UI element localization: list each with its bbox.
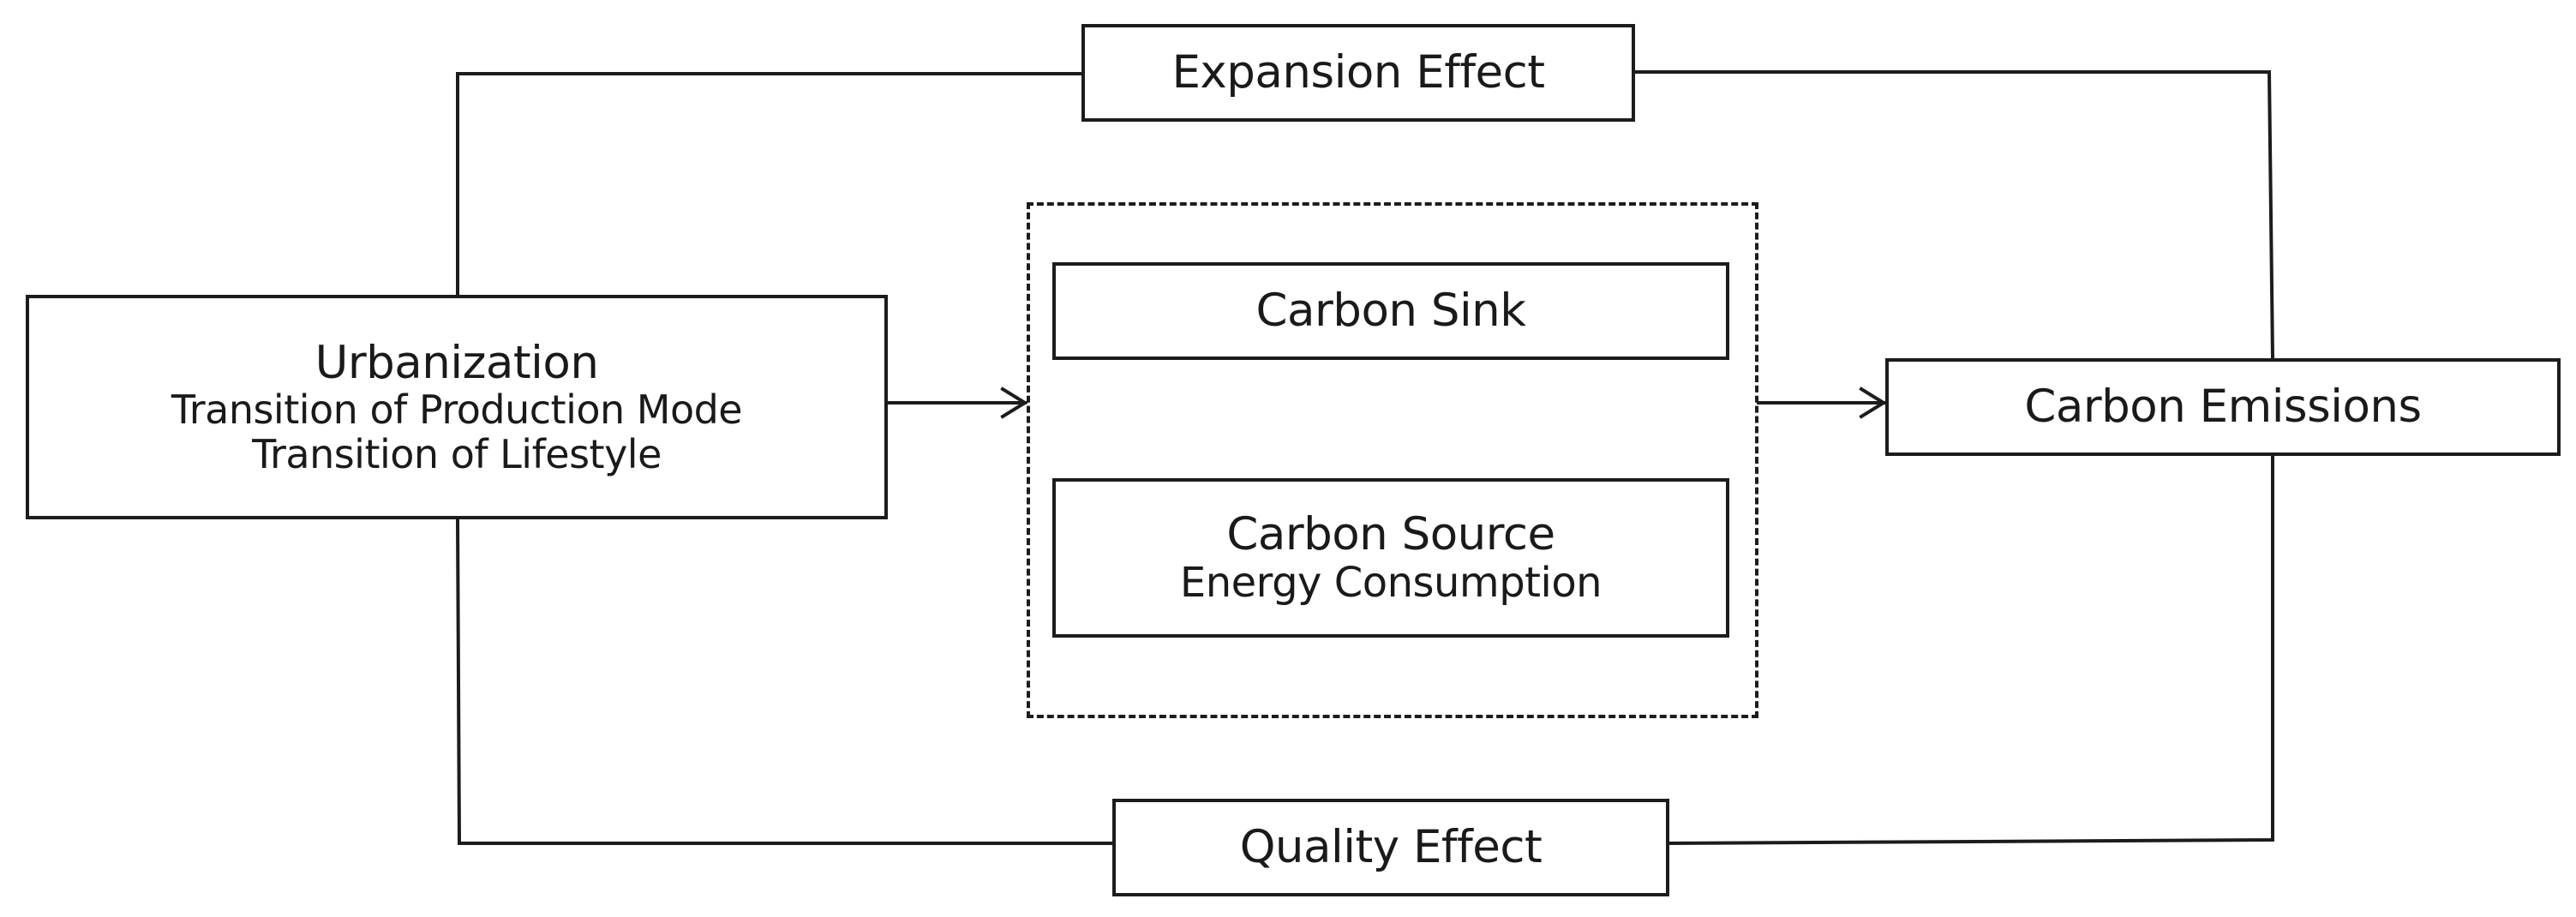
expansion-effect-label: Expansion Effect: [1171, 46, 1545, 99]
quality-path-left: [455, 517, 1114, 845]
quality-path-right: [1667, 454, 2274, 846]
carbon-sink-box: Carbon Sink: [1052, 262, 1729, 360]
expansion-path-right: [1633, 70, 2275, 361]
expansion-effect-box: Expansion Effect: [1081, 24, 1635, 122]
carbon-sink-label: Carbon Sink: [1255, 285, 1526, 338]
quality-effect-label: Quality Effect: [1239, 821, 1543, 874]
expansion-path-left: [456, 72, 1083, 297]
carbon-sink-source-group: [1027, 202, 1758, 718]
carbon-emissions-label: Carbon Emissions: [2024, 381, 2422, 434]
urbanization-box: Urbanization Transition of Production Mo…: [26, 295, 888, 519]
carbon-source-box: Carbon Source Energy Consumption: [1052, 478, 1729, 638]
quality-effect-box: Quality Effect: [1112, 799, 1669, 896]
urban-to-group-arrowhead: [1000, 387, 1028, 419]
carbon-emissions-box: Carbon Emissions: [1885, 358, 2561, 456]
energy-consumption-label: Energy Consumption: [1179, 558, 1603, 607]
urbanization-title: Urbanization: [315, 336, 599, 389]
lifestyle-line: Transition of Lifestyle: [252, 430, 662, 477]
group-to-emissions-arrowhead: [1859, 387, 1887, 419]
carbon-source-title: Carbon Source: [1226, 508, 1555, 561]
production-mode-line: Transition of Production Mode: [171, 387, 743, 434]
